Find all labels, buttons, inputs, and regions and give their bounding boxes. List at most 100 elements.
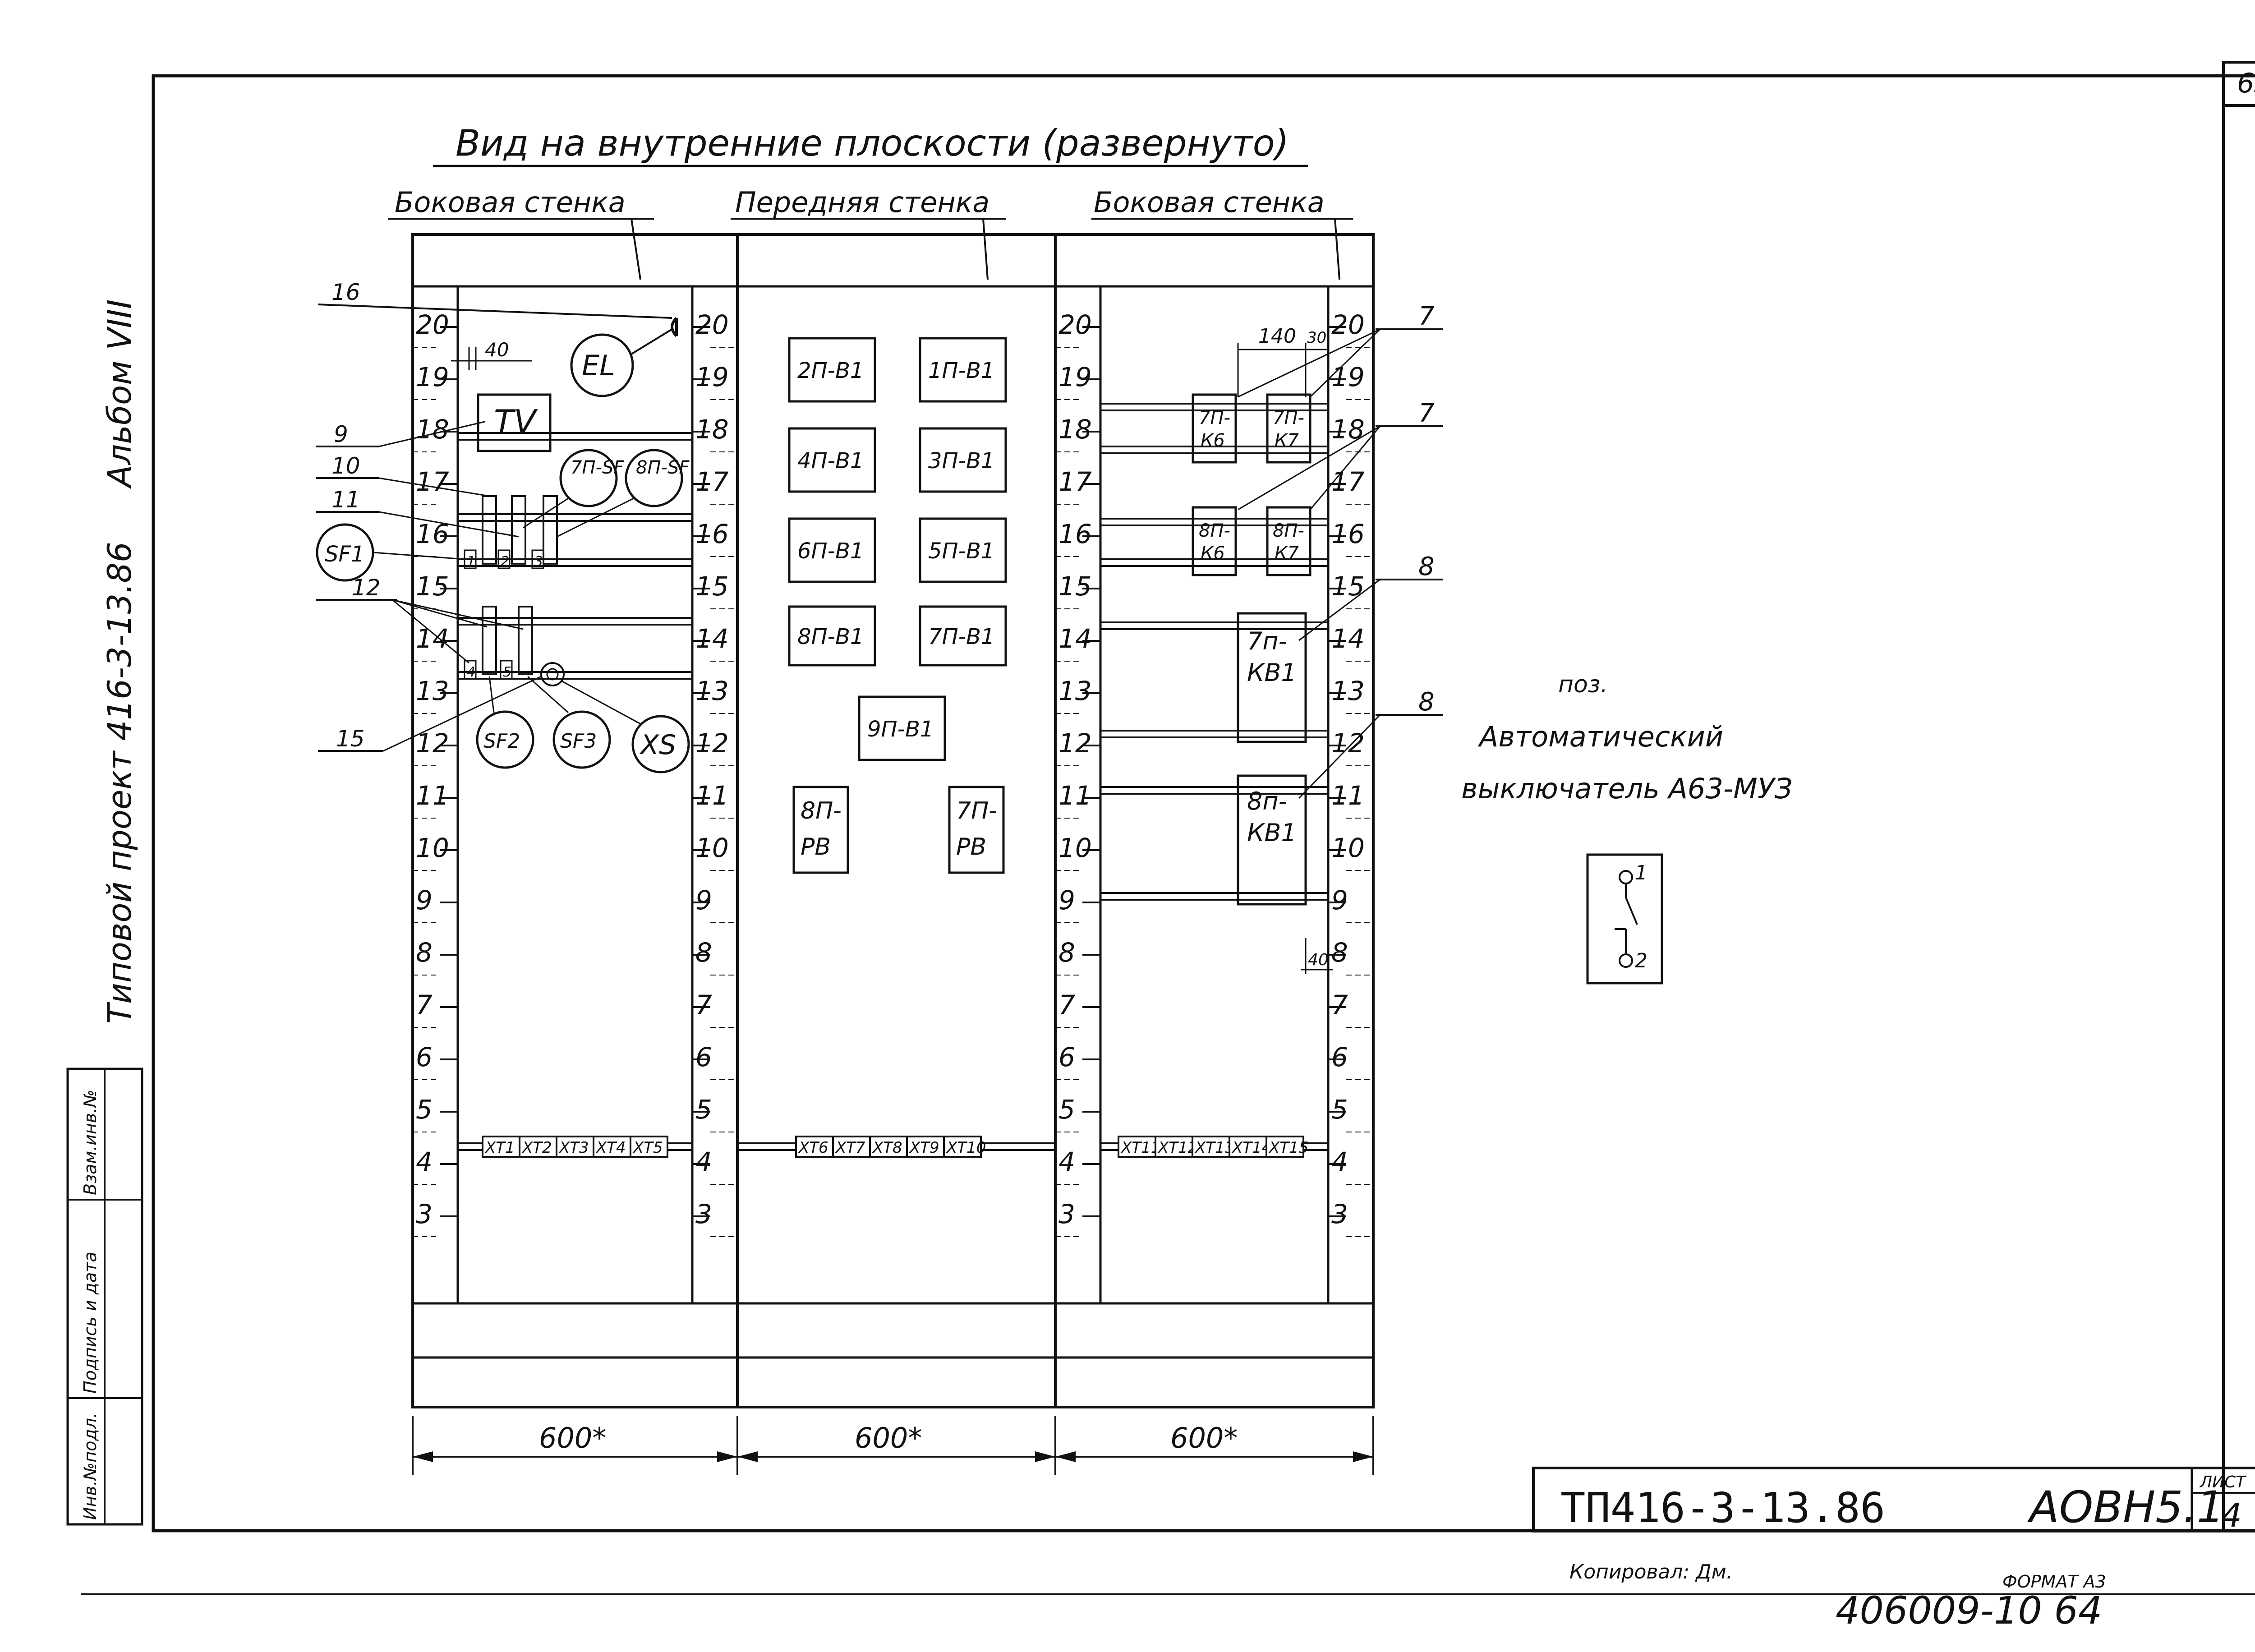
rail-num-lr-10: 10 — [695, 833, 729, 863]
small-num-1: 1 — [467, 554, 475, 570]
width-dimensions: 600* 600* 600* — [412, 1416, 1374, 1475]
rail-num-rl-13: 13 — [1058, 676, 1092, 706]
rail-num-rl-16: 16 — [1058, 519, 1092, 549]
right-dim-40: 40 — [1308, 951, 1329, 969]
right-panel: 140 30 7П- К6 7П- К7 8П- К6 8П- К7 7п- К… — [1100, 302, 1443, 1158]
rail-num-right-19: 19 — [1331, 362, 1365, 392]
album-label: Альбом VIII — [101, 299, 138, 489]
small-num-4: 4 — [467, 664, 475, 680]
7p-sf-label: 7П-SF — [571, 457, 624, 478]
sf1-label: SF1 — [325, 542, 365, 567]
front-device-label: 8П-В1 — [797, 624, 864, 649]
terminal-label: XT4 — [595, 1139, 626, 1157]
sf1-circle — [316, 523, 374, 582]
terminal-label: XT8 — [872, 1139, 902, 1157]
rail-num-rl-4: 4 — [1058, 1146, 1075, 1177]
rail-num-lr-13: 13 — [695, 676, 729, 706]
rail-num-right-5: 5 — [1331, 1094, 1348, 1125]
rail-ticks — [413, 326, 1373, 1237]
format-label: ФОРМАТ А3 — [2002, 1572, 2106, 1592]
front-device-label: 8П- — [801, 797, 842, 824]
terminal — [1192, 1136, 1230, 1158]
rail-num-lr-12: 12 — [695, 728, 729, 759]
relay-8p-k6-b: К6 — [1201, 543, 1225, 564]
rail-num-lr-15: 15 — [695, 571, 729, 602]
el-lamp — [570, 333, 634, 397]
front-device-label: 3П-В1 — [928, 448, 994, 474]
relay-8p-k7-b: К7 — [1275, 543, 1299, 564]
title-block: ТП416-3-13.86 АОВН5.1 ЛИСТ 4 Копировал: … — [1532, 1467, 2255, 1633]
stamp-field-sign: Подпись и дата — [80, 1252, 100, 1394]
wall-caption-right: Боковая стенка — [1094, 186, 1325, 219]
sf3-label: SF3 — [560, 730, 597, 753]
terminal-label: XT1 — [484, 1139, 515, 1157]
rail-num-rl-6: 6 — [1058, 1042, 1075, 1072]
rail-num-right-11: 11 — [1331, 780, 1365, 811]
sf3-circle — [552, 710, 611, 769]
rail-num-right-18: 18 — [1331, 414, 1365, 445]
wall-caption-left: Боковая стенка — [395, 186, 626, 219]
rail-num-left-7: 7 — [416, 989, 433, 1020]
terminal — [593, 1136, 631, 1158]
left-callout-15: 15 — [336, 726, 365, 752]
rail-num-right-3: 3 — [1331, 1199, 1348, 1229]
rail-num-rl-18: 18 — [1058, 414, 1092, 445]
rail-num-lr-4: 4 — [695, 1146, 712, 1177]
rail-num-rl-12: 12 — [1058, 728, 1092, 759]
rail-num-right-4: 4 — [1331, 1146, 1348, 1177]
rail-num-rl-20: 20 — [1058, 309, 1092, 340]
terminal — [906, 1136, 945, 1158]
terminal-label: XT15 — [1268, 1139, 1308, 1157]
legend-line2: выключатель А63-МУЗ — [1461, 772, 1792, 805]
rail-num-rl-10: 10 — [1058, 833, 1092, 863]
left-callout-16: 16 — [331, 279, 360, 305]
el-label: EL — [582, 349, 615, 382]
rail-num-left-17: 17 — [416, 466, 449, 497]
front-device-label: 9П-В1 — [867, 717, 934, 742]
rail-num-lr-18: 18 — [695, 414, 729, 445]
rail-num-left-18: 18 — [416, 414, 449, 445]
front-device-label: РВ — [956, 833, 986, 861]
rail-num-lr-8: 8 — [695, 937, 712, 968]
rail-num-rl-9: 9 — [1058, 885, 1075, 916]
drawing-title: Вид на внутренние плоскости (развернуто) — [456, 122, 1289, 164]
rail-num-lr-6: 6 — [695, 1042, 712, 1072]
small-num-2: 2 — [501, 554, 509, 570]
left-callout-12: 12 — [352, 575, 381, 601]
front-device-label: 6П-В1 — [797, 538, 864, 564]
terminal — [630, 1136, 668, 1158]
rail-num-lr-7: 7 — [695, 989, 712, 1020]
stamp-mark: АОВН5.1 — [2027, 1482, 2224, 1532]
project-label: Типовой проект 416-3-13.86 — [101, 542, 138, 1024]
right-callout-7a: 7 — [1418, 302, 1435, 331]
sf2-label: SF2 — [483, 730, 520, 753]
contactor-8p-kv1-a: 8п- — [1247, 787, 1287, 815]
rail-num-lr-20: 20 — [695, 309, 729, 340]
front-device-label: РВ — [801, 833, 831, 861]
relay-7p-k6-b: К6 — [1201, 430, 1225, 451]
stamp-field-inv: Инв.№подл. — [80, 1413, 100, 1520]
terminal-label: XT3 — [558, 1139, 589, 1157]
rail-num-left-6: 6 — [416, 1042, 433, 1072]
width-right: 600* — [1170, 1422, 1238, 1454]
wall-caption-front: Передняя стенка — [735, 186, 989, 219]
rail-num-lr-11: 11 — [695, 780, 729, 811]
left-callout-11: 11 — [331, 487, 360, 513]
8p-sf-circle — [625, 449, 683, 507]
rail-num-right-12: 12 — [1331, 728, 1365, 759]
terminal — [943, 1136, 982, 1158]
front-device-box — [919, 427, 1007, 493]
copied-by: Копировал: Дм. — [1569, 1560, 1733, 1583]
tv-label: TV — [494, 403, 538, 441]
rail-num-lr-17: 17 — [695, 466, 729, 497]
rail-num-rl-8: 8 — [1058, 937, 1075, 968]
8p-sf-label: 8П-SF — [636, 457, 690, 478]
relay-8p-k7 — [1266, 506, 1312, 576]
right-callout-8a: 8 — [1418, 552, 1435, 581]
